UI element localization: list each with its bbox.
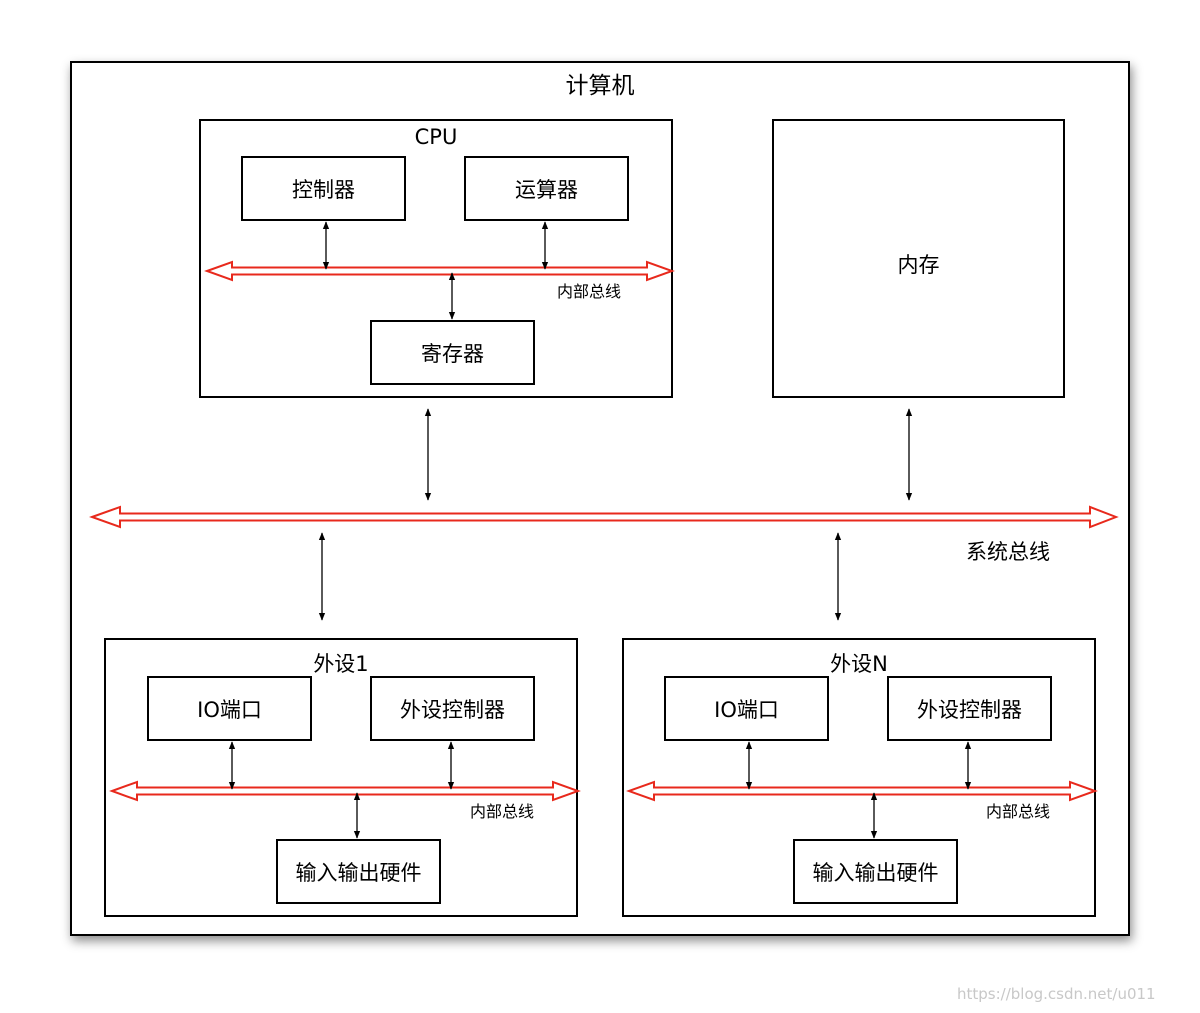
peripheral-n-io-port-box: IO端口 [664, 676, 829, 741]
controller-box: 控制器 [241, 156, 406, 221]
peripheral-1-io-port-box: IO端口 [147, 676, 312, 741]
peripheral-n-io-hardware-box: 输入输出硬件 [793, 839, 958, 904]
peripheral-n-internal-bus-label: 内部总线 [986, 802, 1051, 821]
cpu-label: CPU [414, 125, 458, 149]
peripheral-1-internal-bus-label: 内部总线 [470, 802, 535, 821]
peripheral-n-label: 外设N [830, 652, 888, 676]
register-box: 寄存器 [370, 320, 535, 385]
peripheral-1-controller-box: 外设控制器 [370, 676, 535, 741]
peripheral-1-io-hardware-box: 输入输出硬件 [276, 839, 441, 904]
system-bus-label: 系统总线 [966, 540, 1050, 564]
cpu-internal-bus-label: 内部总线 [557, 282, 622, 301]
alu-box: 运算器 [464, 156, 629, 221]
watermark-text: https://blog.csdn.net/u011 [957, 985, 1156, 1003]
memory-box: 内存 [772, 119, 1065, 398]
computer-title: 计算机 [565, 73, 635, 99]
peripheral-1-label: 外设1 [313, 652, 369, 676]
peripheral-n-controller-box: 外设控制器 [887, 676, 1052, 741]
